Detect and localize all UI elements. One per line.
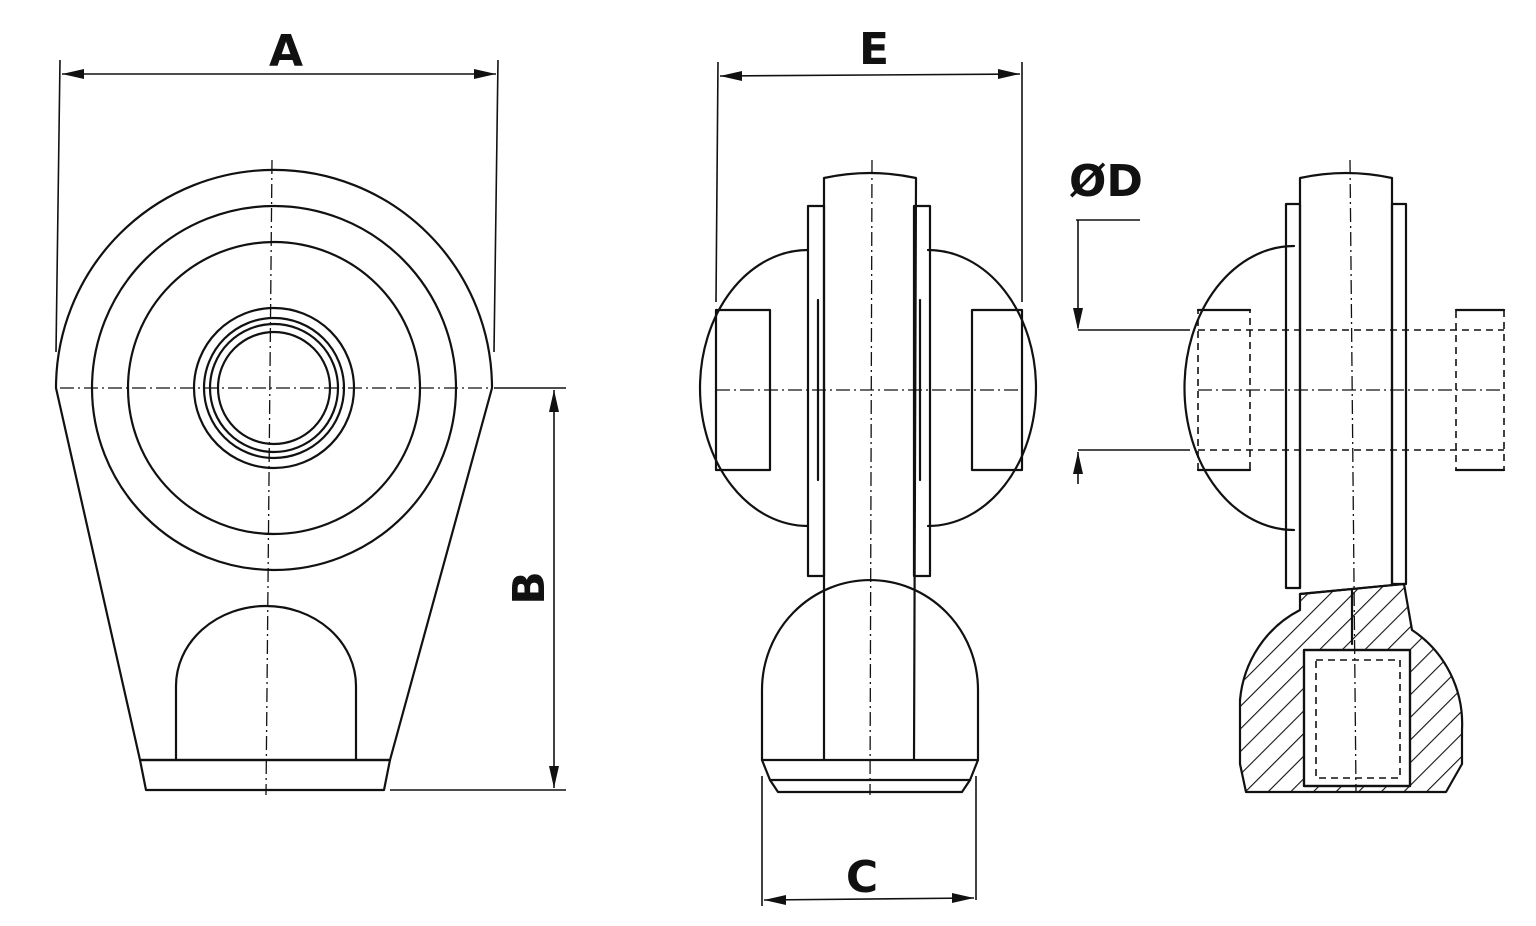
front-view-body-outline xyxy=(54,168,494,762)
dim-c-line xyxy=(763,897,975,901)
dim-d-label: ØD xyxy=(1069,156,1143,207)
front-view: A B xyxy=(54,26,566,796)
dim-d-arrow-top xyxy=(1073,308,1083,330)
side-view-center-plate xyxy=(822,171,918,762)
section-view: ØD xyxy=(1069,156,1514,794)
side-view-pin-right xyxy=(970,308,1024,472)
dim-e-line xyxy=(719,73,1021,77)
dim-a-extension-right xyxy=(493,59,499,353)
dim-b-arrow-bottom xyxy=(549,766,559,788)
front-view-base-plate xyxy=(138,758,392,792)
dim-a-arrow-left xyxy=(62,69,84,79)
side-view-lower-ball xyxy=(760,578,980,762)
dim-b-label: B xyxy=(504,571,555,605)
front-view-centerline-vertical xyxy=(265,159,273,796)
front-view-lower-arch xyxy=(174,604,358,762)
section-view-ball-right xyxy=(1404,246,1514,530)
section-view-thread-minor xyxy=(1315,659,1401,779)
side-view: E C xyxy=(698,24,1038,906)
side-view-ball-right xyxy=(926,248,1038,528)
dim-b-arrow-top xyxy=(549,390,559,412)
dim-e-arrow-left xyxy=(720,71,742,81)
dim-a-label: A xyxy=(269,26,303,77)
side-view-flange-right xyxy=(912,204,932,578)
dim-a-extension-left xyxy=(55,59,61,353)
dim-c-arrow-left xyxy=(764,895,786,905)
side-view-ball-left xyxy=(698,248,810,528)
dim-a-arrow-right xyxy=(474,69,496,79)
section-view-ball-left xyxy=(1183,244,1296,532)
side-view-centerline-vertical xyxy=(869,159,873,796)
section-view-center-plate xyxy=(1298,171,1394,590)
section-view-centerline-vertical xyxy=(1349,159,1357,793)
dim-d-arrow-bottom xyxy=(1073,452,1083,474)
section-view-flange-right xyxy=(1390,202,1408,586)
dim-c-arrow-right xyxy=(952,893,974,903)
section-view-thread-bore xyxy=(1302,648,1412,788)
front-view-bore-ring-2 xyxy=(202,316,346,460)
dim-e-arrow-right xyxy=(998,69,1020,79)
dim-e-extension-left xyxy=(715,61,719,303)
dim-c-label: C xyxy=(846,852,878,903)
dim-e-label: E xyxy=(859,24,889,75)
side-view-flange-left xyxy=(806,204,826,578)
